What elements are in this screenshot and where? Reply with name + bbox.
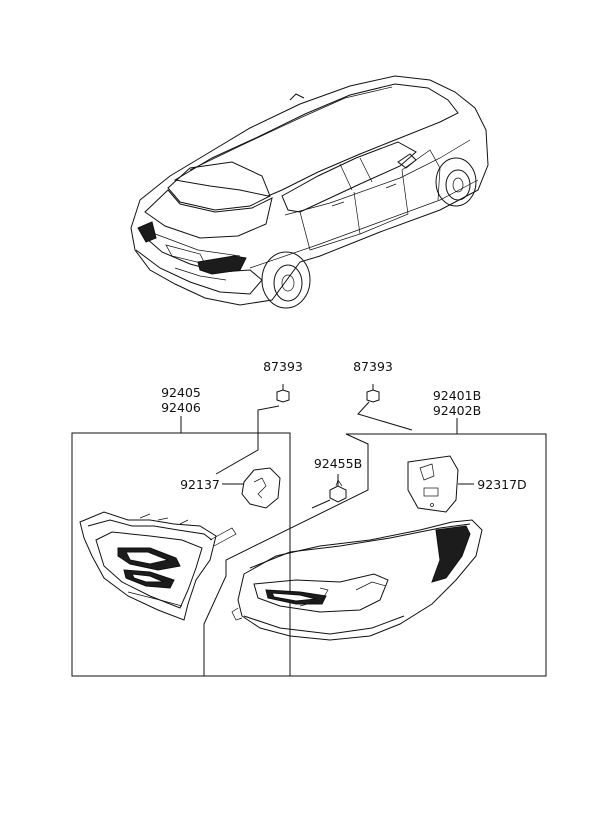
outside-tail-lamp xyxy=(79,511,237,621)
label-87393-right: 87393 xyxy=(353,359,393,374)
part-number-labels: 87393 87393 92405 92406 92401B 92402B 92… xyxy=(161,359,527,492)
label-92406: 92406 xyxy=(161,400,201,415)
screw-87393-right xyxy=(357,384,413,431)
label-92402B: 92402B xyxy=(433,403,481,418)
label-92137: 92137 xyxy=(180,477,220,492)
gasket-92137 xyxy=(222,467,281,509)
vehicle-illustration xyxy=(130,75,489,309)
label-92455B: 92455B xyxy=(314,456,362,471)
cover-92317D xyxy=(407,455,474,513)
label-87393-left: 87393 xyxy=(263,359,303,374)
label-92401B: 92401B xyxy=(433,388,481,403)
left-tail-lamp-group xyxy=(71,405,291,677)
bulb-holder-92455B xyxy=(311,474,347,509)
label-92405: 92405 xyxy=(161,385,201,400)
screw-87393-left xyxy=(276,384,290,403)
combination-tail-lamp xyxy=(231,519,483,641)
right-tail-lamp-group xyxy=(203,418,547,677)
label-92317D: 92317D xyxy=(477,477,526,492)
right-group-frame xyxy=(203,433,547,677)
